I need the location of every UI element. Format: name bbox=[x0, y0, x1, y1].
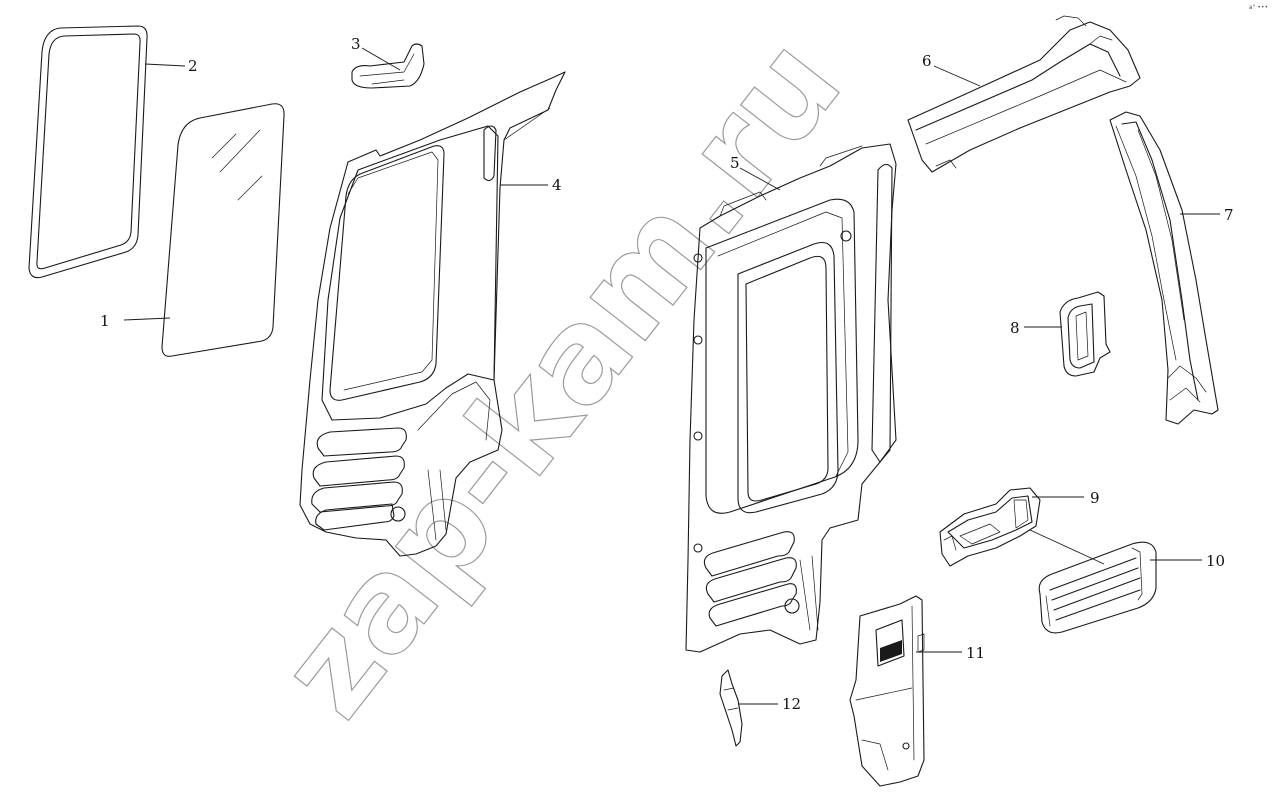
part-2-window-seal bbox=[28, 25, 148, 279]
part-10-vent-grille bbox=[1038, 541, 1157, 634]
callout-labels: 1 2 3 4 5 6 7 8 9 10 11 12 bbox=[100, 35, 1234, 713]
callout-7: 7 bbox=[1224, 206, 1234, 224]
callout-10: 10 bbox=[1206, 552, 1225, 570]
callout-5: 5 bbox=[730, 154, 740, 172]
part-5-right-inner-panel bbox=[685, 143, 897, 653]
leader-1 bbox=[123, 317, 171, 321]
leader-5 bbox=[739, 167, 781, 191]
part-12-small-bracket bbox=[719, 669, 743, 747]
callout-6: 6 bbox=[922, 52, 932, 70]
callout-12: 12 bbox=[782, 695, 801, 713]
callout-3: 3 bbox=[351, 35, 361, 53]
part-9-inner-trim bbox=[939, 487, 1041, 567]
part-7-pillar-trim bbox=[1109, 111, 1219, 425]
part-6-roof-rail bbox=[907, 15, 1141, 173]
watermark-text: zap-kam.ru bbox=[252, 11, 870, 744]
callout-4: 4 bbox=[552, 176, 562, 194]
callout-9: 9 bbox=[1090, 489, 1100, 507]
leader-2 bbox=[144, 63, 186, 67]
leader-9b bbox=[1029, 529, 1105, 565]
leader-lines bbox=[123, 47, 1220, 705]
leader-6 bbox=[933, 65, 981, 87]
corner-mark: a° ••• bbox=[1248, 4, 1268, 11]
callout-11: 11 bbox=[966, 644, 985, 662]
part-1-window-glass bbox=[161, 103, 285, 357]
callout-1: 1 bbox=[100, 312, 110, 330]
callout-8: 8 bbox=[1010, 319, 1020, 337]
part-4-left-inner-panel bbox=[299, 71, 566, 557]
part-3-grab-handle bbox=[351, 43, 425, 89]
part-11-lower-trim-panel bbox=[849, 595, 925, 787]
watermark: zap-kam.ru bbox=[251, 11, 870, 745]
leader-3 bbox=[361, 47, 401, 71]
callout-2: 2 bbox=[188, 57, 198, 75]
part-8-bracket-trim bbox=[1059, 291, 1111, 377]
